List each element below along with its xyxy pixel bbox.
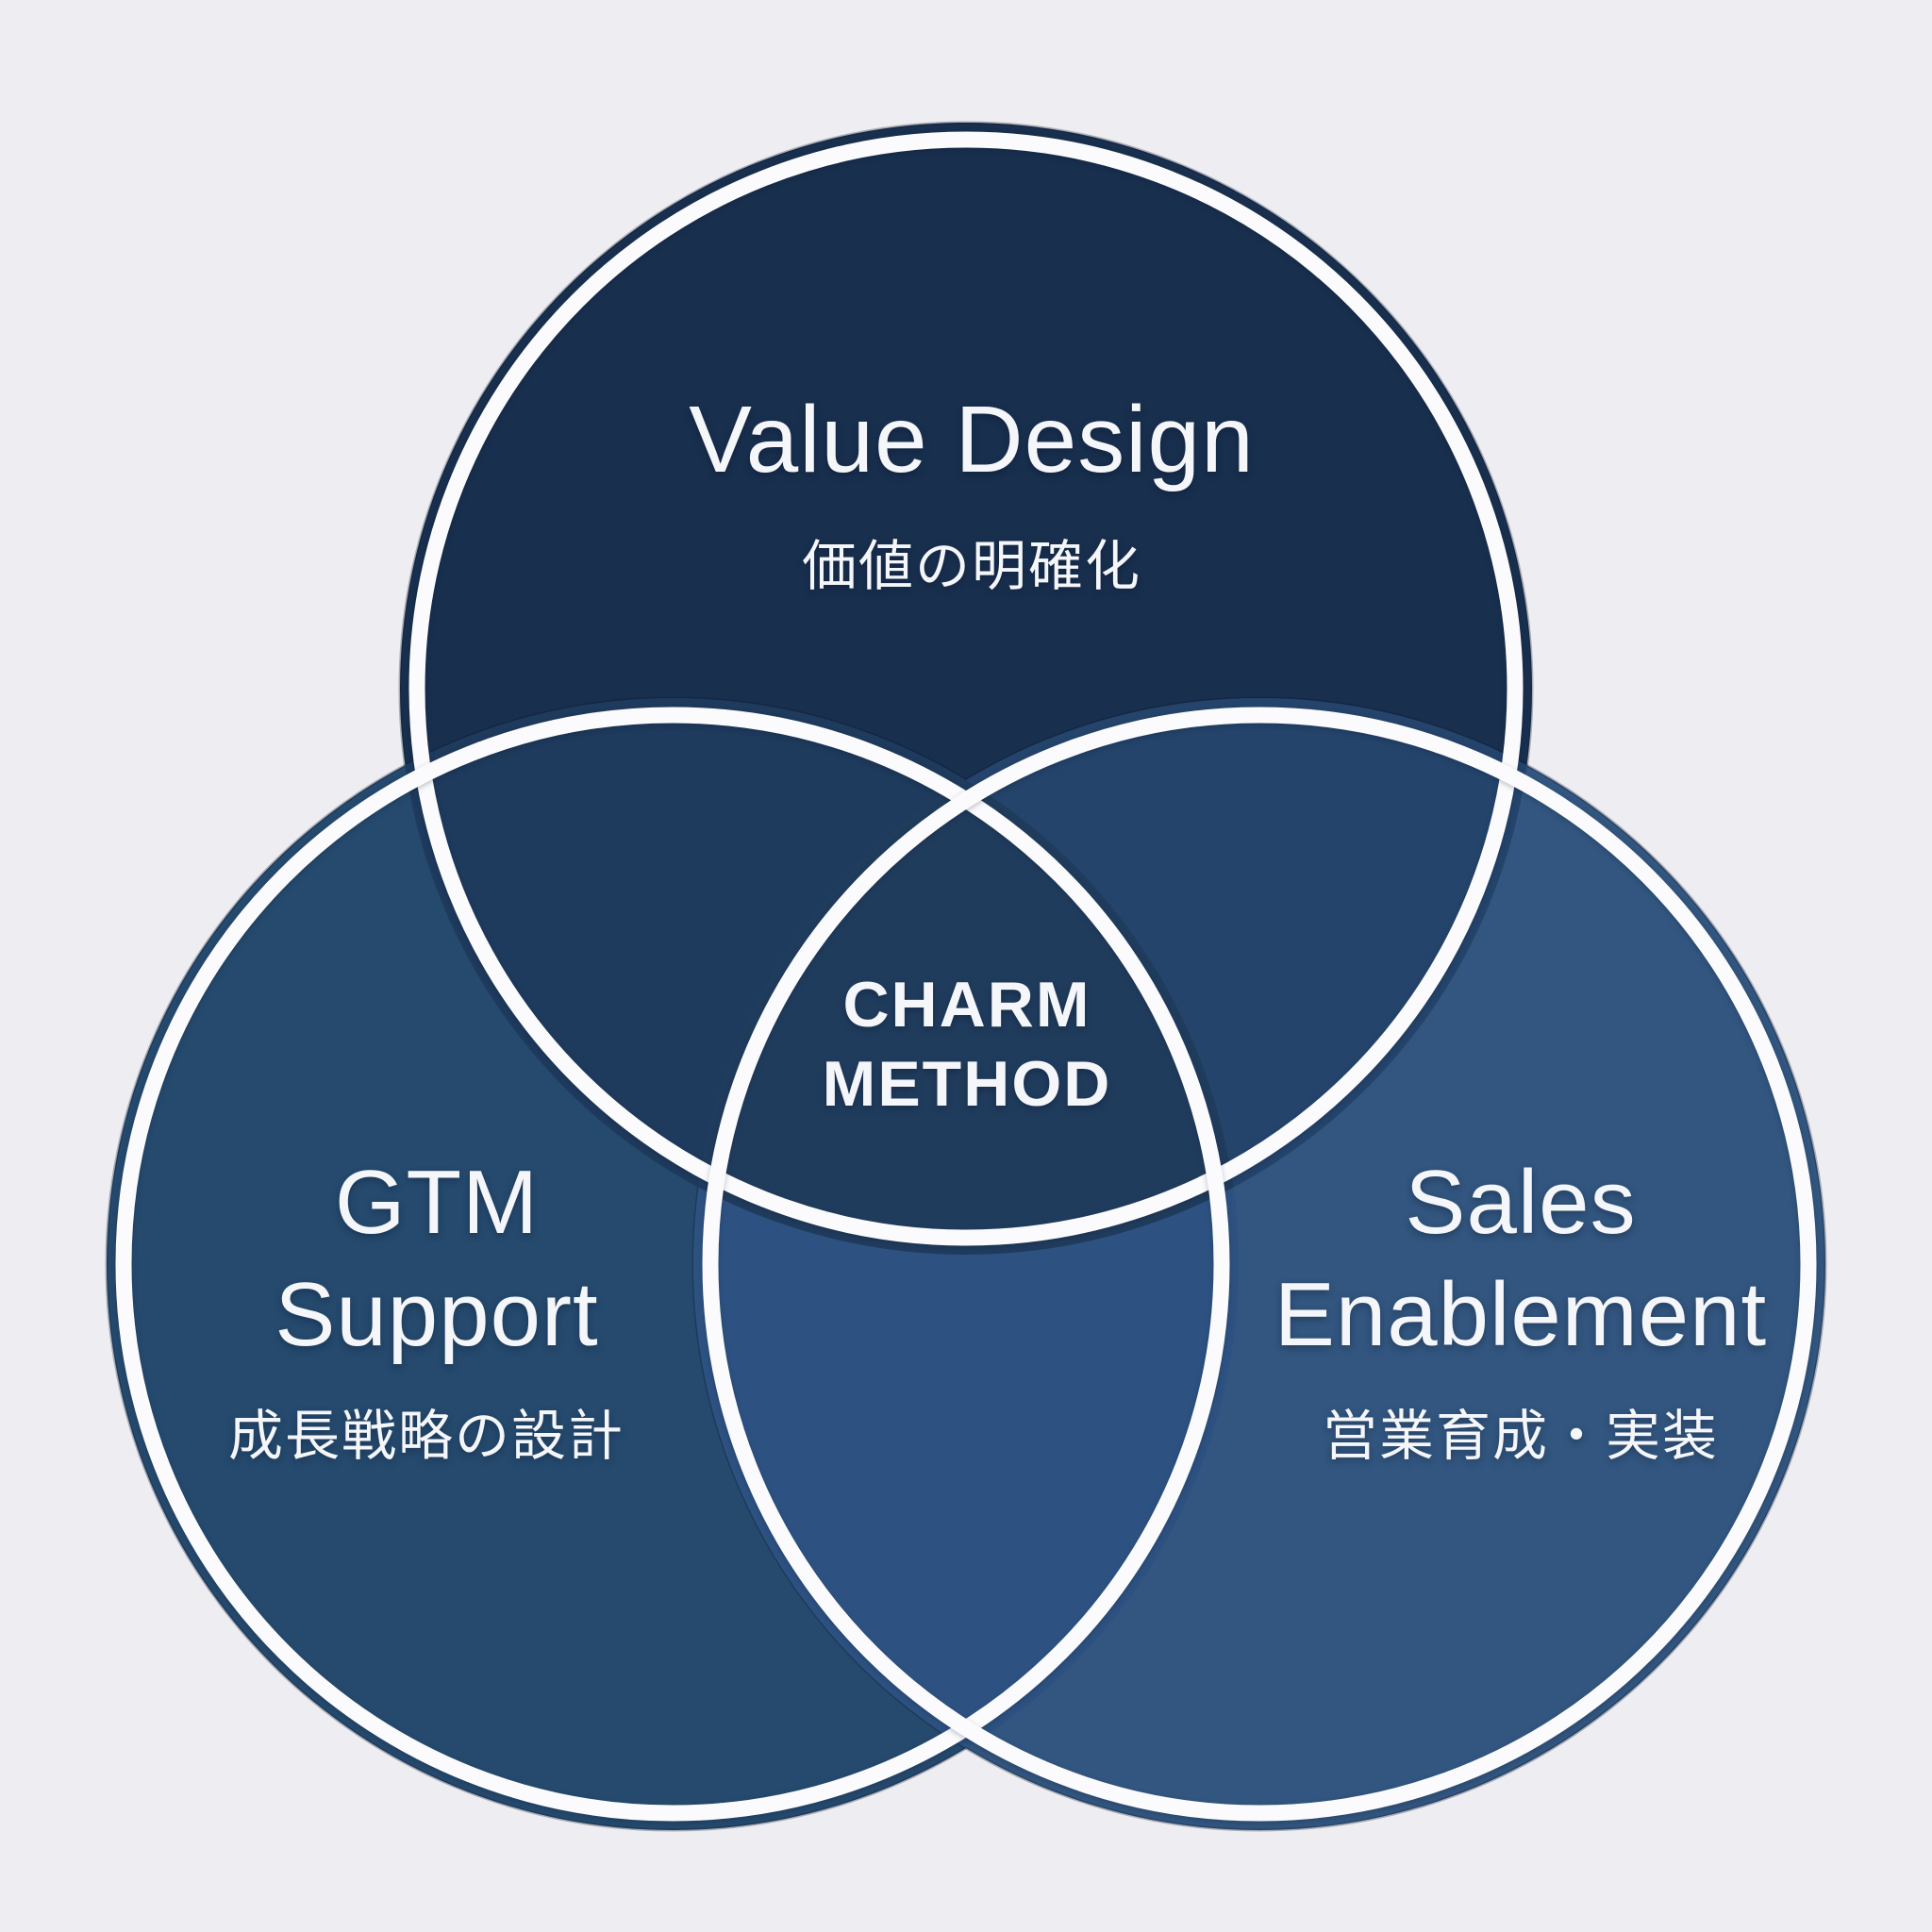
ring-gtm-support [115,707,1230,1822]
subtitle-value-design: 価値の明確化 [802,536,1141,597]
ring-value-design [408,131,1524,1246]
title-gtm-line2: Support [275,1264,598,1365]
subtitle-gtm-support: 成長戦略の設計 [228,1406,625,1467]
overlap-center [693,698,1239,1255]
title-gtm-line1: GTM [335,1152,539,1253]
title-value-design: Value Design [689,387,1254,492]
title-sales-line1: Sales [1405,1152,1636,1253]
overlap-center-group [693,698,1239,1255]
subtitle-sales-enablement: 営業育成・実装 [1323,1406,1719,1467]
ring-sales-enablement [702,707,1817,1822]
center-label-line1: CHARM [842,969,1091,1041]
center-label-line2: METHOD [823,1048,1112,1120]
title-sales-line2: Enablement [1274,1264,1767,1365]
